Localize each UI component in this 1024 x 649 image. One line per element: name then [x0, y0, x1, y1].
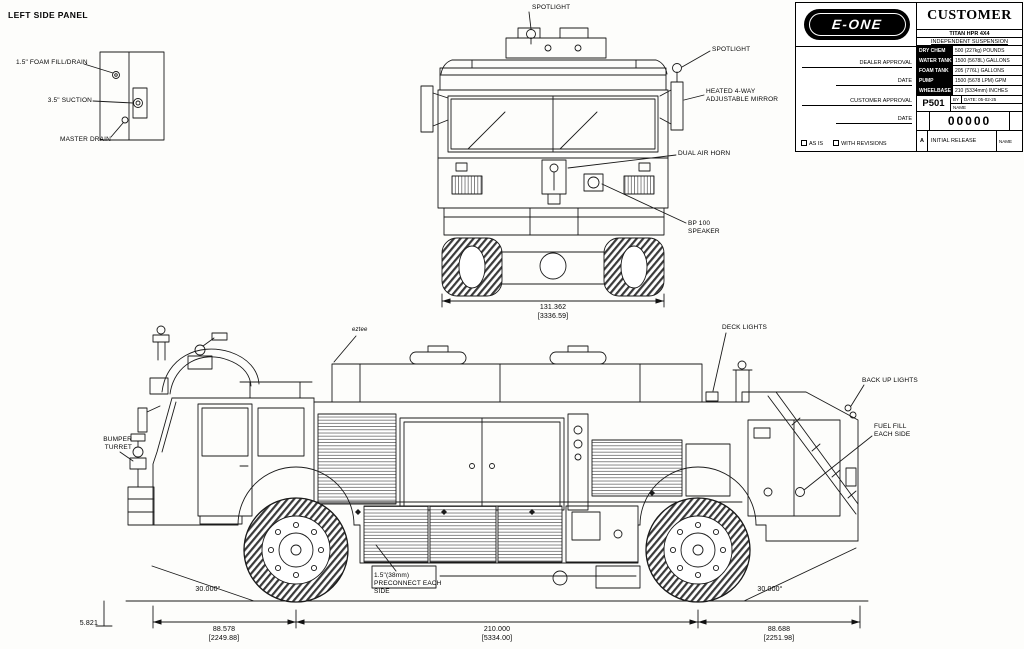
- dimension-lines: [95, 600, 861, 629]
- dealer-approval-label: DEALER APPROVAL: [859, 60, 912, 66]
- callout-suction: 3.5" SUCTION: [47, 97, 92, 104]
- with-revisions-option: WITH REVISIONS: [833, 140, 887, 147]
- drawing-number-row: P501 BY DATE: 05-02-25 NAME: [917, 96, 1022, 112]
- callout-backup-lights: BACK UP LIGHTS: [862, 377, 918, 384]
- left-panel-title: LEFT SIDE PANEL: [8, 10, 88, 20]
- wheelbase-inches: 210.000: [483, 626, 511, 633]
- title-block: E-ONE DEALER APPROVAL DATE CUSTOMER APPR…: [795, 2, 1023, 152]
- e-one-logo-text: E-ONE: [831, 17, 883, 32]
- spec-value: 205 (776L) GALLONS: [955, 67, 1005, 74]
- serial-row: 00000: [917, 112, 1022, 131]
- callout-speaker: BP 100 SPEAKER: [688, 220, 720, 236]
- callout-foam-fill-drain: 1.5" FOAM FILL/DRAIN: [16, 59, 88, 66]
- dealer-approval-line: DEALER APPROVAL: [802, 60, 912, 68]
- approach-angle: 30.000°: [195, 586, 221, 593]
- spec-value: 500 (227kg) POUNDS: [955, 47, 1005, 54]
- suspension-note: INDEPENDENT SUSPENSION: [917, 38, 1022, 46]
- rear-overhang-mm: [2251.98]: [763, 635, 795, 642]
- drawing-meta-row: BY DATE: 05-02-25: [951, 96, 1022, 104]
- customer-date-line: DATE: [836, 116, 912, 124]
- spec-label: WATER TANK: [917, 56, 953, 65]
- spec-label: WHEELBASE: [917, 86, 953, 95]
- serial-side-cell: [1009, 112, 1022, 130]
- drawing-meta: BY DATE: 05-02-25 NAME: [951, 96, 1022, 111]
- spec-row-water-tank: WATER TANK 1500 (5678L) GALLONS: [917, 56, 1022, 66]
- callout-mirror: HEATED 4-WAY ADJUSTABLE MIRROR: [706, 88, 779, 104]
- name-label: NAME: [953, 105, 967, 110]
- front-width-inches: 131.362: [539, 304, 567, 311]
- callout-fuel-fill: FUEL FILL EACH SIDE: [874, 423, 911, 439]
- rear-overhang-inches: 88.688: [767, 626, 791, 633]
- ground-clearance: 5.821: [79, 620, 98, 627]
- spec-label: PUMP: [917, 76, 953, 85]
- callout-bumper-turret: BUMPER TURRET: [103, 436, 132, 452]
- callout-master-drain: MASTER DRAIN: [60, 136, 111, 143]
- front-view-drawing: [420, 11, 711, 308]
- title-block-right: CUSTOMER TITAN HPR 4X4 INDEPENDENT SUSPE…: [916, 3, 1022, 151]
- front-overhang-mm: [2249.88]: [208, 635, 240, 642]
- spec-label: FOAM TANK: [917, 66, 953, 75]
- callout-preconnect: 1.5"(38mm) PRECONNECT EACH SIDE: [374, 572, 442, 596]
- left-side-panel-drawing: [83, 51, 165, 141]
- drawing-date: DATE: 05-02-25: [964, 97, 997, 102]
- spec-row-pump: PUMP 1500 (5678 LPM) GPM: [917, 76, 1022, 86]
- with-revisions-checkbox: [833, 140, 840, 146]
- side-view-note: eztee: [352, 327, 368, 333]
- serial-number: 00000: [947, 114, 992, 128]
- spec-row-wheelbase: WHEELBASE 210 (5334mm) INCHES: [917, 86, 1022, 96]
- dealer-date-line: DATE: [836, 78, 912, 86]
- as-is-option: AS IS: [801, 140, 823, 147]
- front-wheel: [243, 497, 349, 603]
- date-label: DATE: [897, 116, 912, 122]
- callout-air-horn: DUAL AIR HORN: [678, 150, 731, 157]
- e-one-logo-ring: E-ONE: [808, 13, 906, 36]
- front-overhang-inches: 88.578: [212, 626, 236, 633]
- customer-title: CUSTOMER: [917, 3, 1022, 30]
- as-is-checkbox: [801, 140, 807, 146]
- date-label: DATE: [897, 78, 912, 84]
- spec-value: 210 (5334mm) INCHES: [955, 87, 1008, 94]
- e-one-logo: E-ONE: [804, 9, 910, 40]
- callout-deck-lights: DECK LIGHTS: [722, 324, 767, 331]
- title-block-left: E-ONE DEALER APPROVAL DATE CUSTOMER APPR…: [796, 3, 918, 151]
- revision-letter: A: [917, 131, 928, 151]
- callout-spotlight-top: SPOTLIGHT: [532, 4, 571, 11]
- wheelbase-mm: [5334.00]: [481, 635, 513, 642]
- release-row: A INITIAL RELEASE NAME: [917, 131, 1022, 151]
- release-description: INITIAL RELEASE: [931, 138, 977, 144]
- spec-value: 1500 (5678 LPM) GPM: [955, 77, 1007, 84]
- spec-label: DRY CHEM: [917, 46, 953, 55]
- customer-approval-label: CUSTOMER APPROVAL: [850, 98, 912, 104]
- as-is-label: AS IS: [809, 141, 824, 147]
- serial-side-cell: [917, 112, 930, 130]
- with-revisions-label: WITH REVISIONS: [841, 141, 887, 147]
- customer-approval-line: CUSTOMER APPROVAL: [802, 98, 912, 106]
- by-label: BY: [951, 96, 963, 103]
- spec-value: 1500 (5678L) GALLONS: [955, 57, 1010, 64]
- side-view-drawing: [119, 325, 873, 603]
- revision-checkboxes: AS IS WITH REVISIONS: [801, 140, 887, 147]
- release-name-label: NAME: [996, 131, 1022, 151]
- model-name: TITAN HPR 4X4: [917, 30, 1022, 38]
- drawing-meta-row: NAME: [951, 104, 1022, 111]
- logo-cell: E-ONE: [796, 3, 918, 47]
- departure-angle: 30.000°: [757, 586, 783, 593]
- spec-row-foam-tank: FOAM TANK 205 (776L) GALLONS: [917, 66, 1022, 76]
- drawing-number: P501: [917, 96, 951, 111]
- rear-wheel: [645, 497, 751, 603]
- callout-spotlight-right: SPOTLIGHT: [712, 46, 751, 53]
- spec-row-dry-chem: DRY CHEM 500 (227kg) POUNDS: [917, 46, 1022, 56]
- front-width-mm: [3336.59]: [537, 313, 569, 320]
